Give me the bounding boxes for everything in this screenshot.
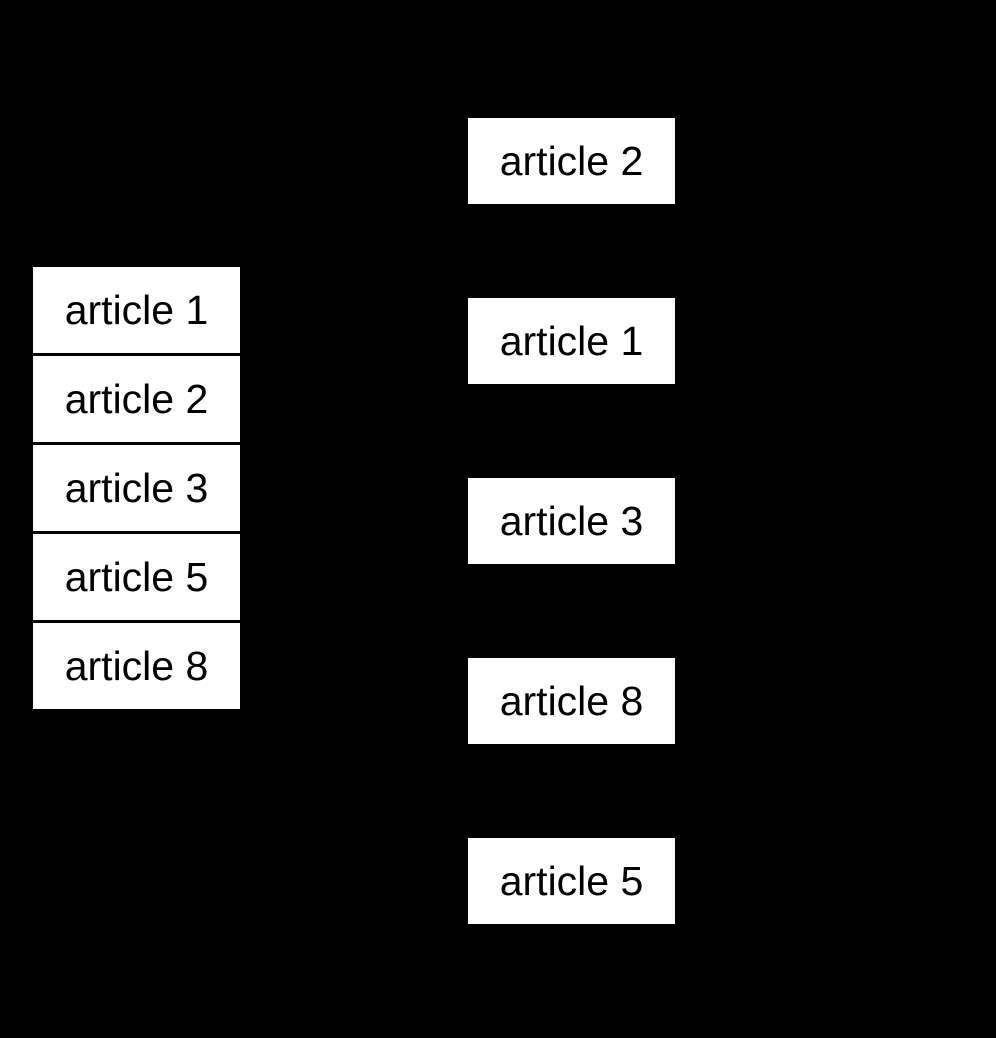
list-cell: article 2 xyxy=(33,356,240,442)
article-box: article 5 xyxy=(468,838,675,924)
reordered-article-boxes: article 2 article 1 article 3 article 8 … xyxy=(468,118,675,924)
article-box: article 2 xyxy=(468,118,675,204)
article-box: article 3 xyxy=(468,478,675,564)
list-cell: article 3 xyxy=(33,445,240,531)
article-box: article 1 xyxy=(468,298,675,384)
list-cell: article 8 xyxy=(33,623,240,709)
list-cell: article 1 xyxy=(33,267,240,353)
list-cell: article 5 xyxy=(33,534,240,620)
article-box: article 8 xyxy=(468,658,675,744)
source-article-list: article 1 article 2 article 3 article 5 … xyxy=(33,267,240,709)
